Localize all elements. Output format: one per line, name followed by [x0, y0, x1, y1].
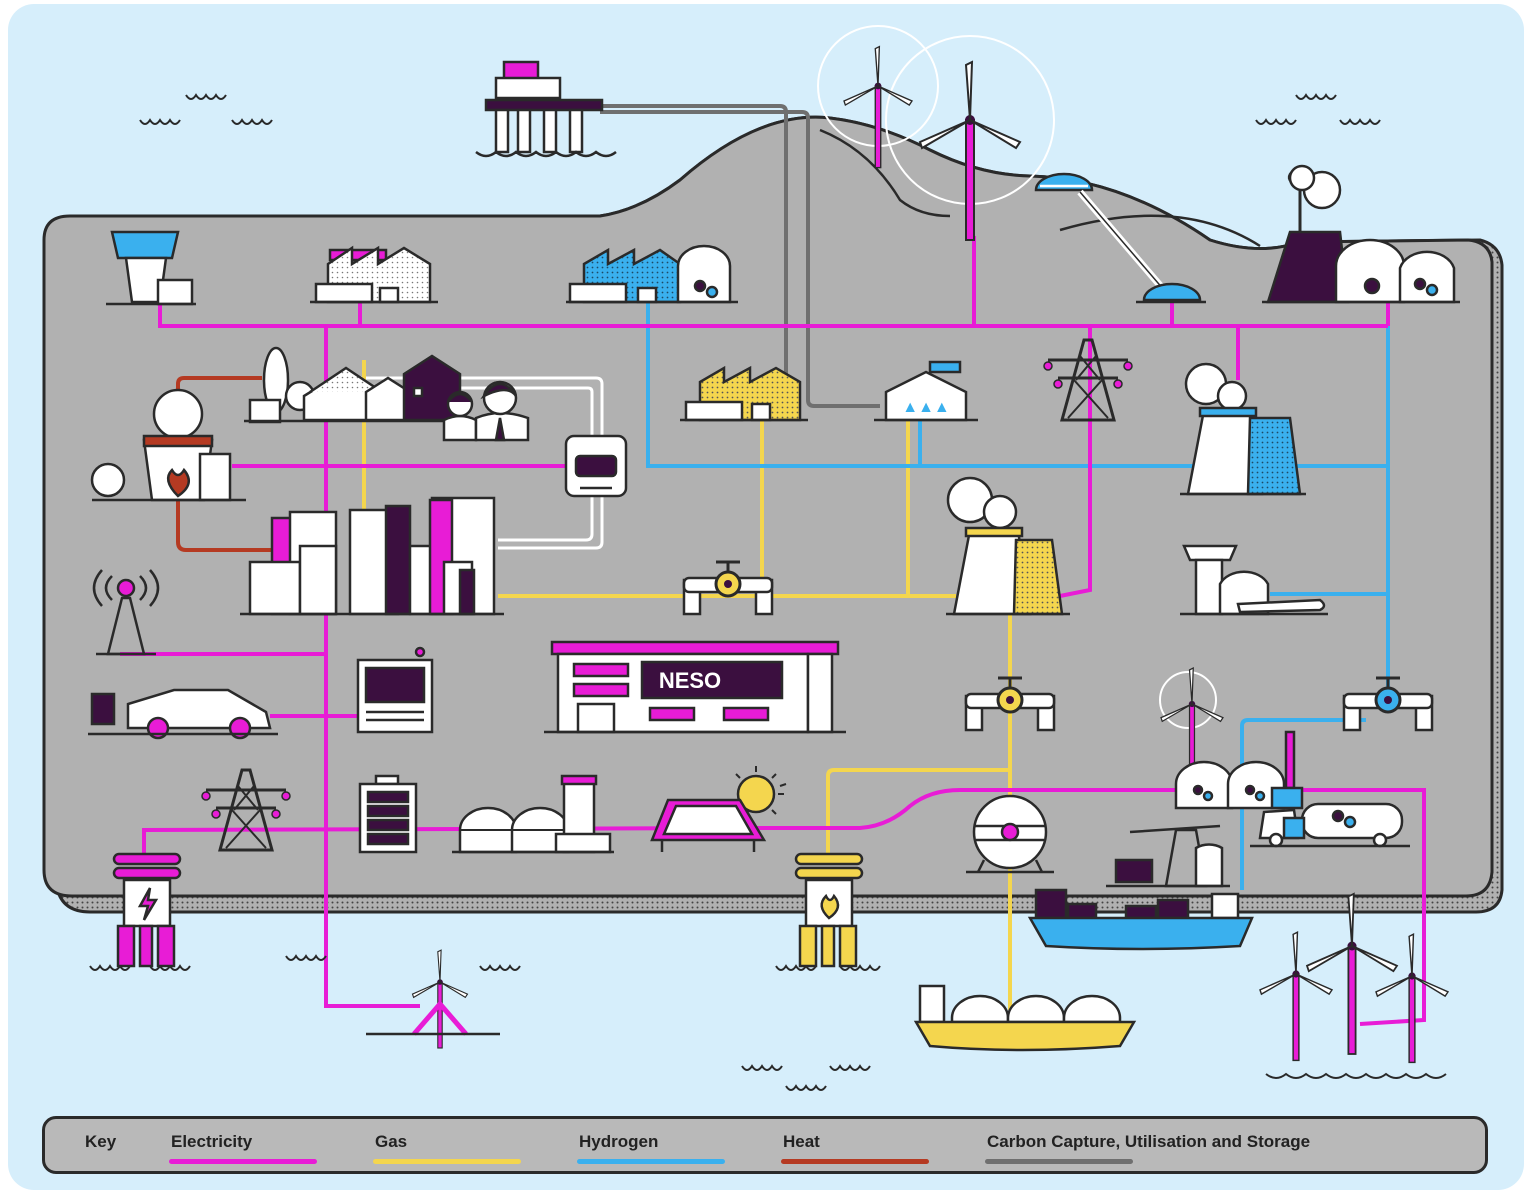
key-line-hydrogen: [577, 1159, 725, 1164]
gas-interconnector-icon: [796, 854, 862, 966]
key-line-ccus: [985, 1159, 1133, 1164]
key-label-electricity: Electricity: [171, 1132, 252, 1152]
key-label-gas: Gas: [375, 1132, 407, 1152]
legend-key: Key Electricity Gas Hydrogen Heat Carbon…: [42, 1116, 1488, 1174]
key-title: Key: [85, 1132, 116, 1152]
key-line-heat: [781, 1159, 929, 1164]
factory-icon: [310, 248, 438, 302]
data-centre-icon: [358, 648, 432, 732]
key-label-heat: Heat: [783, 1132, 820, 1152]
key-label-hydrogen: Hydrogen: [579, 1132, 658, 1152]
battery-storage-icon: [360, 776, 416, 852]
svg-text:▲▲▲: ▲▲▲: [902, 399, 950, 416]
key-label-ccus: Carbon Capture, Utilisation and Storage: [987, 1132, 1310, 1152]
rail-train-icon: [566, 436, 626, 496]
electricity-interconnector-icon: [114, 854, 180, 966]
neso-sign-text: NESO: [659, 668, 721, 693]
key-line-gas: [373, 1159, 521, 1164]
key-line-electricity: [169, 1159, 317, 1164]
